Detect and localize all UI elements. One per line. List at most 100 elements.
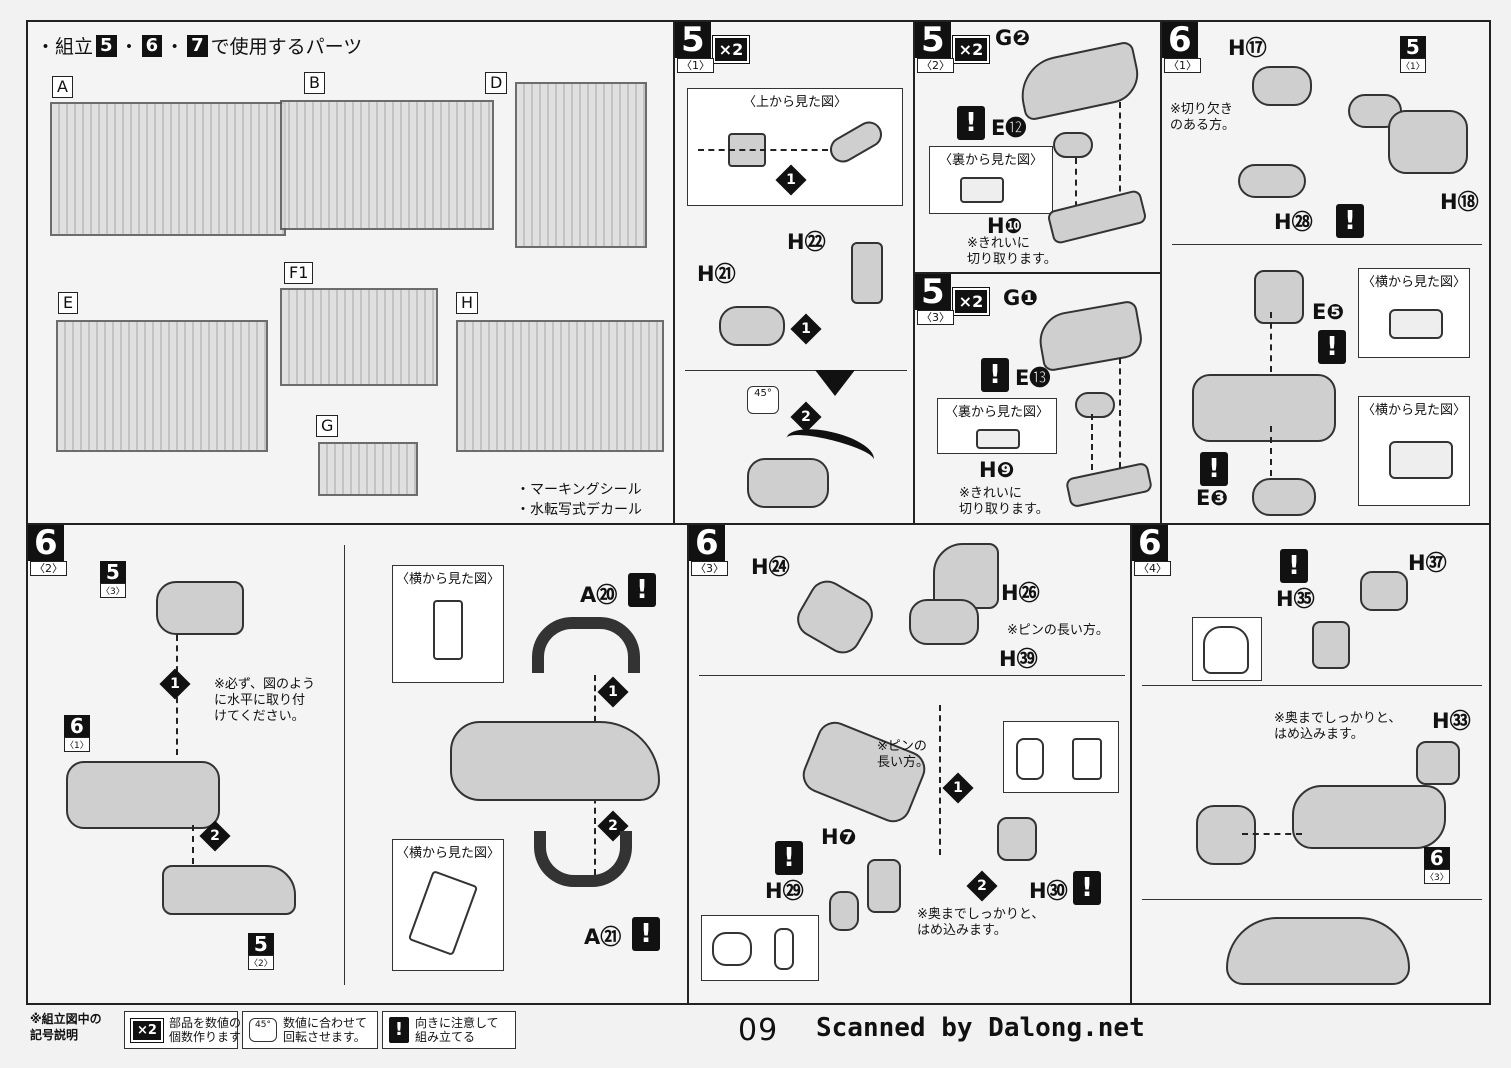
step5-3-panel: 5 ×2 〈3〉 G❶ ! E⓭ 〈裏から見た図〉 H❾ ※きれいに 切り取りま… bbox=[913, 272, 1163, 525]
runner-b bbox=[280, 100, 494, 230]
label-h30: H㉚ bbox=[1029, 879, 1068, 903]
rotate-icon: 45° bbox=[249, 1018, 277, 1042]
view-title: 〈上から見た図〉 bbox=[742, 95, 847, 110]
side-view-box-b: 〈横から見た図〉 bbox=[392, 839, 504, 971]
step-number: 5 bbox=[915, 274, 951, 310]
runner-label-d: D bbox=[485, 72, 508, 94]
part-detail-side bbox=[1072, 738, 1102, 780]
multiply-icon: ×2 bbox=[711, 35, 751, 64]
warning-icon-a20: ! bbox=[628, 573, 656, 607]
label-g2: G❷ bbox=[995, 26, 1031, 50]
step6-4-panel: 6 〈4〉 ! H㊲ H㉟ ※奥までしっかりと、 はめ込みます。 H㉝ 6 〈3… bbox=[1130, 523, 1491, 1005]
label-e13: E⓭ bbox=[1015, 366, 1051, 390]
part-h35-detail bbox=[1203, 626, 1249, 674]
part-h29 bbox=[829, 891, 859, 931]
part-h39 bbox=[909, 599, 979, 645]
legend-warning: ! 向きに注意して 組み立てる bbox=[382, 1011, 516, 1049]
part-g2 bbox=[1014, 40, 1144, 122]
step5-2-panel: 5 ×2 〈2〉 G❷ ! E⓬ 〈裏から見た図〉 H❿ ※きれいに 切り取りま… bbox=[913, 20, 1163, 274]
label-a21: A㉑ bbox=[584, 925, 622, 949]
notch-note: ※切り欠き のある方。 bbox=[1170, 102, 1236, 133]
capsule-view-box bbox=[701, 915, 819, 981]
horizontal-note: ※必ず、図のよう に水平に取り付 けてください。 bbox=[214, 677, 315, 724]
divider bbox=[1172, 244, 1482, 245]
runner-label-f1: F1 bbox=[284, 262, 314, 284]
step5-2-header: 5 ×2 bbox=[915, 22, 991, 64]
arrow-num-1: 1 bbox=[775, 164, 807, 196]
runner-a bbox=[50, 102, 286, 236]
part-body-assembly bbox=[1292, 785, 1446, 849]
multiply-icon: ×2 bbox=[951, 287, 991, 316]
label-h18: H⑱ bbox=[1440, 190, 1479, 214]
warning-icon: ! bbox=[957, 106, 985, 140]
side-view-box-a: 〈横から見た図〉 bbox=[1358, 268, 1470, 358]
view-title: 〈横から見た図〉 bbox=[1361, 403, 1466, 418]
part-step5-1-assembly bbox=[1348, 94, 1402, 128]
part-cylinder bbox=[825, 116, 887, 168]
side-view-box-a: 〈横から見た図〉 bbox=[392, 565, 504, 683]
pin-long-note-2: ※ピンの 長い方。 bbox=[877, 739, 930, 770]
part-h7 bbox=[867, 859, 901, 913]
part-step6-1-assembly bbox=[66, 761, 220, 829]
view-title: 〈横から見た図〉 bbox=[395, 572, 500, 587]
label-h29: H㉙ bbox=[765, 879, 804, 903]
part-side-view-b bbox=[407, 870, 479, 956]
label-h9: H❾ bbox=[979, 458, 1015, 482]
h35-detail-box bbox=[1192, 617, 1262, 681]
part-h33 bbox=[1416, 741, 1460, 785]
step5-3-header: 5 ×2 bbox=[915, 274, 991, 316]
ref-step5-2: 5 〈2〉 bbox=[248, 932, 274, 970]
down-arrow-icon bbox=[815, 370, 855, 396]
divider-2 bbox=[1142, 899, 1482, 900]
arrow-num-2: 2 bbox=[199, 820, 231, 852]
page-number: 09 bbox=[738, 1013, 779, 1048]
arrow-dash bbox=[1075, 158, 1077, 218]
step-number: 6 bbox=[1162, 22, 1198, 58]
scan-credit: Scanned by Dalong.net bbox=[816, 1013, 1145, 1043]
legend-title: ※組立図中の 記号説明 bbox=[30, 1012, 102, 1042]
warning-icon-e3: ! bbox=[1200, 452, 1228, 486]
label-h21: H㉑ bbox=[697, 262, 736, 286]
arrow-num-1: 1 bbox=[159, 668, 191, 700]
part-e3 bbox=[1252, 478, 1316, 516]
arrow-dash bbox=[1242, 833, 1302, 835]
part-capsule-front bbox=[712, 932, 752, 966]
label-h28: H㉘ bbox=[1274, 210, 1313, 234]
warning-icon: ! bbox=[1336, 204, 1364, 238]
label-h22: H㉒ bbox=[787, 230, 826, 254]
arrow-dash-2 bbox=[1119, 102, 1121, 202]
view-title: 〈裏から見た図〉 bbox=[944, 405, 1049, 420]
step-number: 5 bbox=[675, 22, 711, 58]
section-divider bbox=[344, 545, 345, 985]
warning-icon-h30: ! bbox=[1073, 871, 1101, 905]
runner-e bbox=[56, 320, 268, 452]
step6-1-header: 6 bbox=[1162, 22, 1198, 58]
part-h35 bbox=[1312, 621, 1350, 669]
warning-icon-a21: ! bbox=[632, 917, 660, 951]
label-h35: H㉟ bbox=[1276, 587, 1315, 611]
runner-label-a: A bbox=[52, 76, 73, 98]
part-completed-tail bbox=[1226, 917, 1410, 985]
multiply-icon: ×2 bbox=[951, 35, 991, 64]
part-h10 bbox=[1046, 188, 1148, 246]
multiply-icon: ×2 bbox=[130, 1017, 164, 1043]
label-h26: H㉖ bbox=[1001, 581, 1040, 605]
part-main-assembly bbox=[450, 721, 660, 801]
step-sub: 〈1〉 bbox=[1164, 58, 1201, 73]
ref-step6-1: 6 〈1〉 bbox=[64, 714, 90, 752]
label-h33: H㉝ bbox=[1432, 709, 1471, 733]
extra-marking-seal: ・マーキングシール bbox=[516, 482, 642, 498]
warning-icon-e5: ! bbox=[1318, 330, 1346, 364]
part-h21 bbox=[719, 306, 785, 346]
part-g1 bbox=[1034, 299, 1146, 373]
warning-icon: ! bbox=[981, 358, 1009, 392]
label-h37: H㊲ bbox=[1408, 551, 1447, 575]
step-number: 6 bbox=[28, 525, 64, 561]
part-side-view-b bbox=[1389, 441, 1453, 479]
step-ref-5: 5 bbox=[96, 34, 117, 57]
part-e12 bbox=[1053, 132, 1093, 158]
arrow-num-1b: 1 bbox=[597, 676, 629, 708]
step-sub: 〈3〉 bbox=[691, 561, 728, 576]
step6-3-header: 6 bbox=[689, 525, 725, 561]
arrow-dash-e3 bbox=[1270, 426, 1272, 476]
